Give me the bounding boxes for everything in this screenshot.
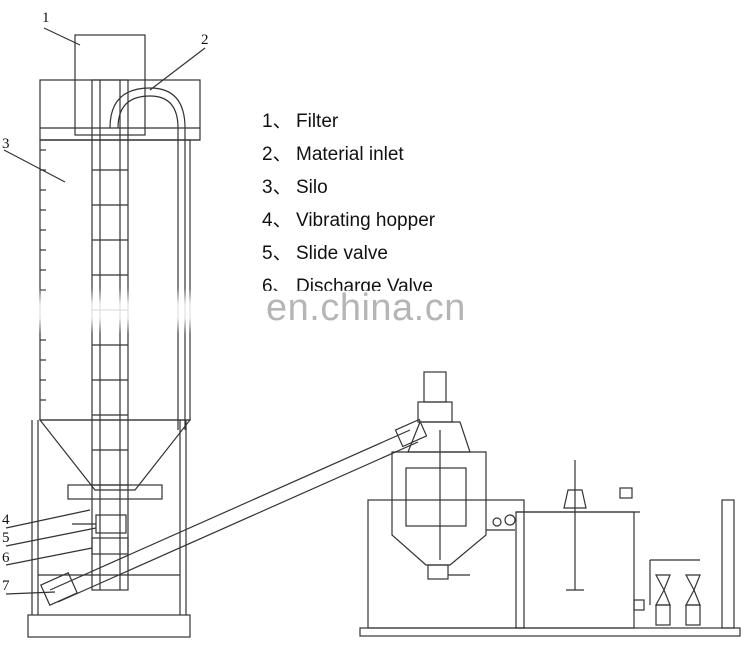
legend: 1、Filter 2、Material inlet 3、Silo 4、Vibra… <box>262 110 435 291</box>
silo-body <box>39 139 191 421</box>
legend-item-silo: 3、Silo <box>262 177 328 198</box>
central-elevator <box>91 79 129 591</box>
silo-base <box>27 614 191 638</box>
filter-box <box>74 34 146 136</box>
watermark-band <box>0 288 748 334</box>
legend-item-material-inlet: 2、Material inlet <box>262 144 404 165</box>
legend-item-vibrating-hopper: 4、Vibrating hopper <box>262 210 436 231</box>
silo-cone <box>38 419 192 491</box>
legend-item-filter: 1、Filter <box>262 111 339 132</box>
callout-2: 2 <box>201 32 209 48</box>
discharge-valves <box>633 559 701 626</box>
callout-6: 6 <box>2 550 10 566</box>
legend-item-slide-valve: 5、Slide valve <box>262 243 388 264</box>
legend-item-discharge-valve: 6、Discharge Valve <box>262 276 433 291</box>
callout-4: 4 <box>2 512 10 528</box>
mixing-tank <box>391 451 487 566</box>
screw-conveyor <box>40 418 428 606</box>
callout-3: 3 <box>2 136 10 152</box>
callout-5: 5 <box>2 530 10 546</box>
material-inlet-pipe <box>109 87 186 430</box>
watermark: en.china.cn <box>266 287 466 329</box>
agitator-motor <box>423 371 447 403</box>
callout-7: 7 <box>2 578 10 594</box>
callout-1: 1 <box>42 10 50 26</box>
ladder-scale <box>40 149 46 401</box>
